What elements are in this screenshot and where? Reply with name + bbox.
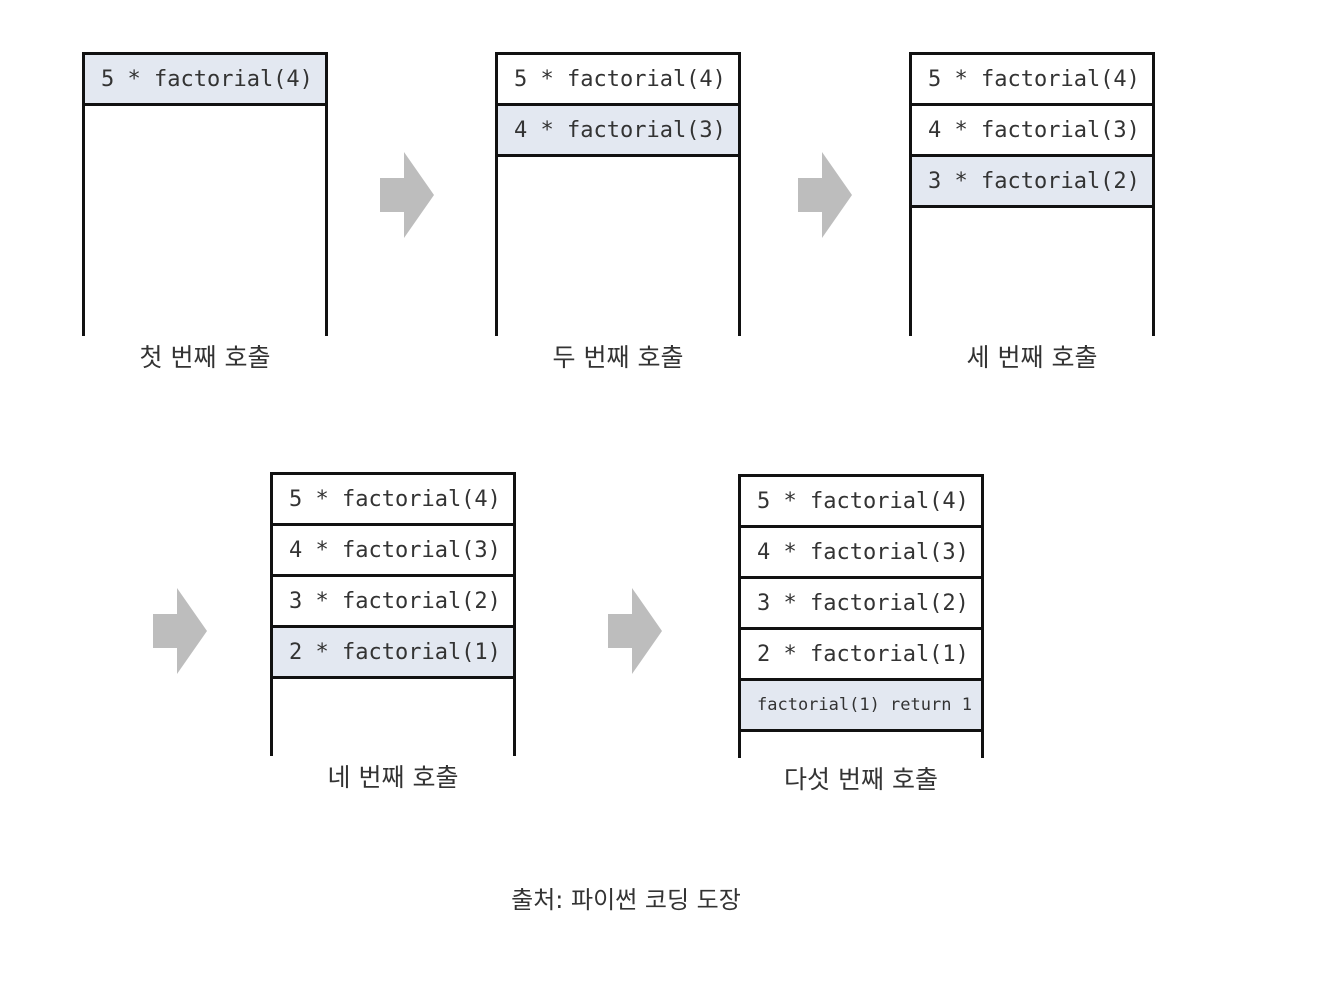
call-stack-3: 5 * factorial(4) 4 * factorial(3) 3 * fa… <box>909 52 1155 336</box>
stack-frame: 4 * factorial(3) <box>498 106 738 157</box>
call-stack-caption: 세 번째 호출 <box>966 343 1098 372</box>
call-stack-1: 5 * factorial(4) <box>82 52 328 336</box>
stack-frame: 3 * factorial(2) <box>741 579 981 630</box>
stack-frame: 3 * factorial(2) <box>912 157 1152 208</box>
call-stack-caption: 첫 번째 호출 <box>139 343 271 372</box>
call-stack-caption: 다섯 번째 호출 <box>784 765 938 794</box>
call-stack-caption: 네 번째 호출 <box>327 763 459 792</box>
stack-frame: 5 * factorial(4) <box>85 55 325 106</box>
stack-frame: 5 * factorial(4) <box>498 55 738 106</box>
stack-frame: 3 * factorial(2) <box>273 577 513 628</box>
stack-frame: 5 * factorial(4) <box>912 55 1152 106</box>
stack-frame: factorial(1) return 1 <box>741 681 981 732</box>
call-stack-5: 5 * factorial(4) 4 * factorial(3) 3 * fa… <box>738 474 984 758</box>
stack-frame: 5 * factorial(4) <box>273 475 513 526</box>
stack-frame: 2 * factorial(1) <box>273 628 513 679</box>
right-arrow-icon <box>153 588 207 674</box>
source-note: 출처: 파이썬 코딩 도장 <box>511 886 741 914</box>
call-stack-caption: 두 번째 호출 <box>552 343 684 372</box>
stack-frame: 4 * factorial(3) <box>741 528 981 579</box>
stack-frame: 4 * factorial(3) <box>912 106 1152 157</box>
stack-frame: 5 * factorial(4) <box>741 477 981 528</box>
right-arrow-icon <box>608 588 662 674</box>
stack-frame: 2 * factorial(1) <box>741 630 981 681</box>
right-arrow-icon <box>798 152 852 238</box>
right-arrow-icon <box>380 152 434 238</box>
call-stack-4: 5 * factorial(4) 4 * factorial(3) 3 * fa… <box>270 472 516 756</box>
stack-frame: 4 * factorial(3) <box>273 526 513 577</box>
call-stack-2: 5 * factorial(4) 4 * factorial(3) <box>495 52 741 336</box>
